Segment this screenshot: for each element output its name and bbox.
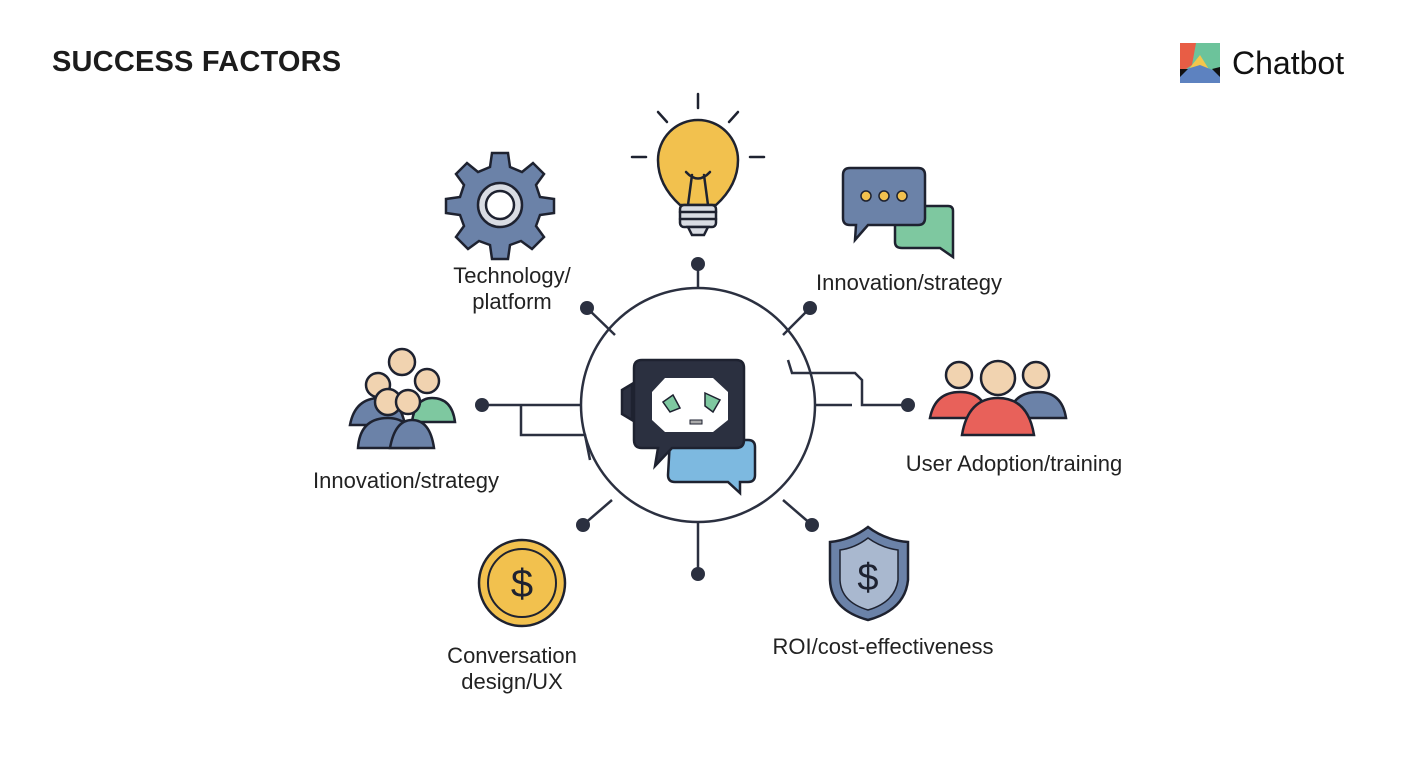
label-user-adoption: User Adoption/training (905, 451, 1123, 476)
connector-nodes (475, 257, 915, 581)
shield-dollar-icon: $ (828, 525, 910, 622)
svg-text:$: $ (857, 557, 878, 599)
chatbot-logo-icon (1180, 43, 1220, 83)
page-title: SUCCESS FACTORS (52, 46, 342, 78)
label-line: design/UX (461, 669, 563, 694)
label-line: Technology/ (453, 263, 571, 288)
label-conversation-design: Conversation design/UX (447, 643, 577, 695)
brand-logo: Chatbot (1180, 43, 1344, 83)
svg-text:$: $ (511, 562, 533, 606)
coin-icon: $ (477, 538, 567, 628)
lightbulb-icon (630, 92, 766, 237)
label-line: platform (472, 289, 552, 314)
connector-lines (482, 264, 908, 574)
people-icon (928, 359, 1068, 437)
label-innovation-strategy-top: Innovation/strategy (816, 270, 1002, 295)
chat-bubbles-icon (841, 166, 955, 260)
label-technology-platform: Technology/ platform (453, 263, 570, 315)
gear-icon (444, 151, 556, 261)
brand-name: Chatbot (1232, 44, 1345, 81)
label-line: Conversation (447, 643, 577, 668)
label-innovation-strategy-left: Innovation/strategy (313, 468, 499, 493)
chatbot-icon (620, 358, 757, 496)
user-group-icon (348, 347, 457, 450)
label-roi: ROI/cost-effectiveness (772, 634, 994, 659)
